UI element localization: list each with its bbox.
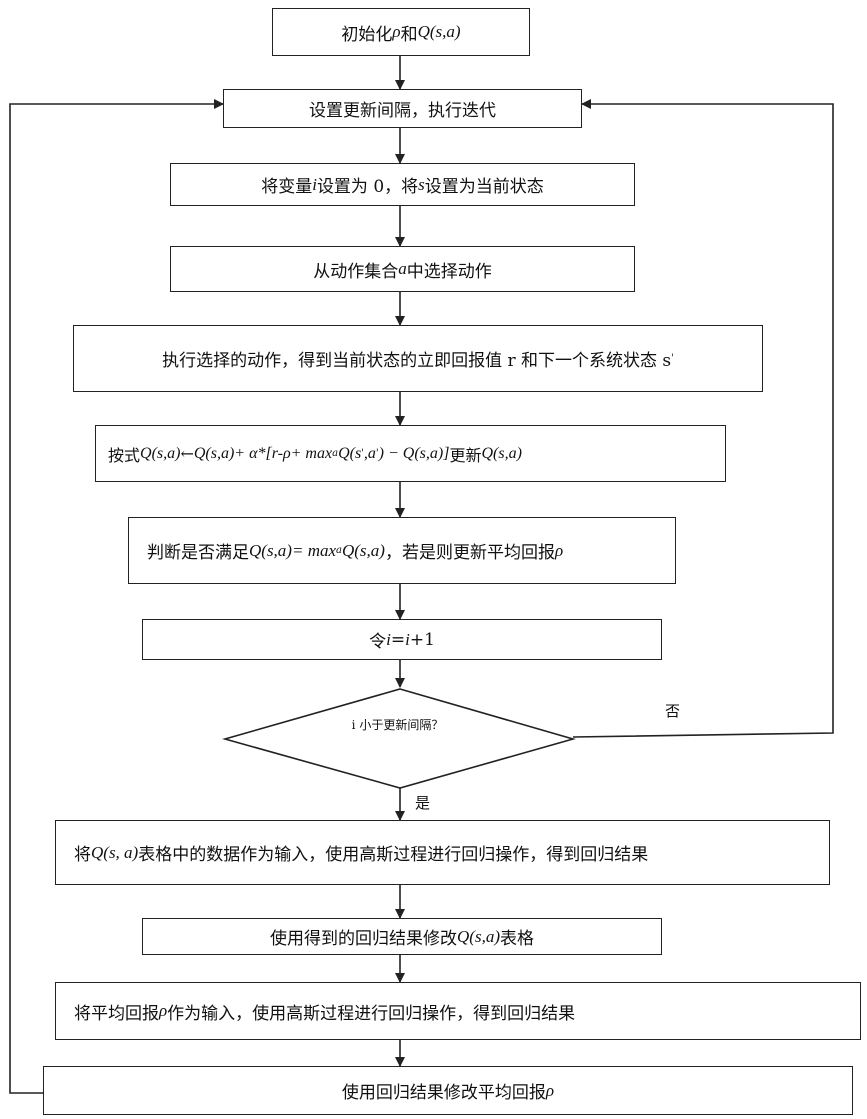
step-judge: 判断是否满足 Q(s,a)= maxa Q(s,a)，若是则更新平均回报 ρ	[128, 517, 676, 584]
step-select-action: 从动作集合 a 中选择动作	[170, 246, 635, 292]
step-set-interval: 设置更新间隔，执行迭代	[223, 89, 582, 128]
step-update-q: 按式 Q(s,a) ← Q(s,a) + α*[r-ρ+ maxa Q(s',a…	[95, 425, 726, 482]
label-yes: 是	[415, 792, 430, 813]
decision-label: i 小于更新间隔？	[225, 716, 570, 733]
step-init: 初始化 ρ 和 Q(s,a)	[272, 8, 530, 56]
step-modify-rho: 使用回归结果修改平均回报 ρ	[43, 1066, 853, 1115]
step-set-variable: 将变量 i 设置为 0，将 s 设置为当前状态	[170, 163, 635, 206]
decision-diamond	[225, 689, 573, 788]
step-increment: 令 i = i+1	[142, 619, 662, 660]
step-execute-action: 执行选择的动作，得到当前状态的立即回报值 r 和下一个系统状态 s'	[73, 325, 763, 392]
step-regress-q: 将 Q(s, a) 表格中的数据作为输入，使用高斯过程进行回归操作，得到回归结果	[55, 820, 830, 885]
step-modify-q: 使用得到的回归结果修改 Q(s,a) 表格	[142, 918, 662, 955]
step-regress-rho: 将平均回报 ρ 作为输入，使用高斯过程进行回归操作，得到回归结果	[55, 982, 861, 1040]
label-no: 否	[665, 700, 680, 721]
